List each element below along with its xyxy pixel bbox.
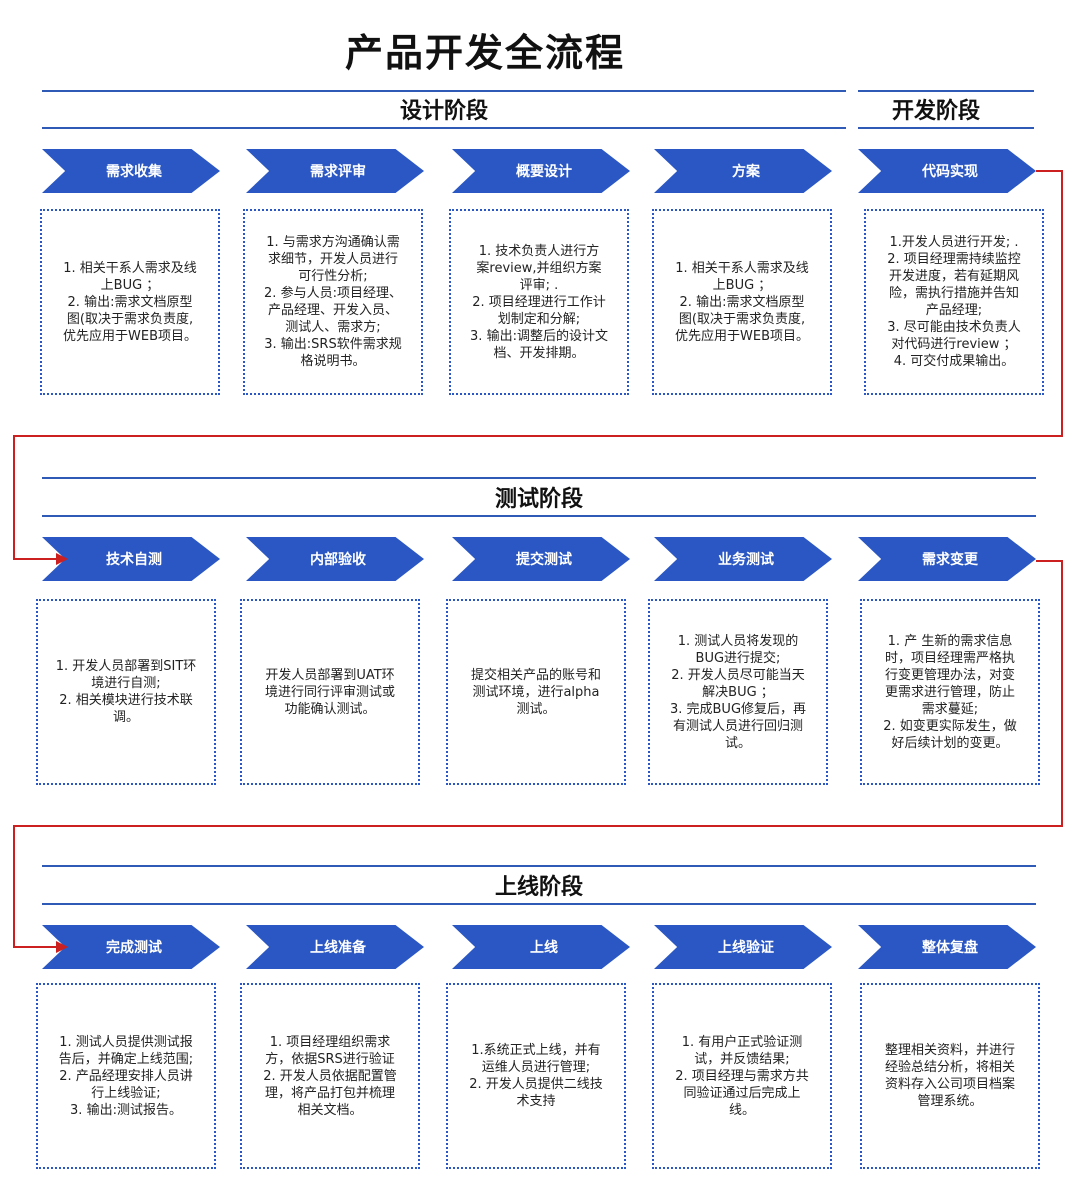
design-phase-line-bottom: [42, 127, 846, 129]
step-arrow: 整体复盘: [858, 925, 1036, 969]
step-description: 1. 测试人员将发现的 BUG进行提交; 2. 开发人员尽可能当天 解决BUG …: [648, 599, 828, 785]
step-description: 1. 相关干系人需求及线 上BUG ； 2. 输出:需求文档原型 图(取决于需求…: [652, 209, 832, 395]
step-arrow: 内部验收: [246, 537, 424, 581]
step-arrow: 完成测试: [42, 925, 220, 969]
step-arrow: 上线准备: [246, 925, 424, 969]
phase-dev-label: 开发阶段: [891, 99, 980, 124]
step-description: 整理相关资料，并进行 经验总结分析，将相关 资料存入公司项目档案 管理系统。: [860, 983, 1040, 1169]
step-arrow: 概要设计: [452, 149, 630, 193]
step-description: 1. 项目经理组织需求 方，依据SRS进行验证 2. 开发人员依据配置管 理，将…: [240, 983, 420, 1169]
step-description: 1. 开发人员部署到SIT环 境进行自测; 2. 相关模块进行技术联 调。: [36, 599, 216, 785]
phase-launch-label: 上线阶段: [494, 875, 583, 900]
step-description: 1. 产 生新的需求信息 时，项目经理需严格执 行变更管理办法，对变 更需求进行…: [860, 599, 1040, 785]
step-description: 1.开发人员进行开发; . 2. 项目经理需持续监控 开发进度，若有延期风 险，…: [864, 209, 1044, 395]
dev-phase-line-top: [858, 90, 1034, 92]
step-arrow: 上线: [452, 925, 630, 969]
launch-phase-line-bottom: [42, 903, 1036, 905]
step-arrow: 代码实现: [858, 149, 1036, 193]
test-phase-line-bottom: [42, 515, 1036, 517]
page-title: 产品开发全流程: [344, 31, 625, 75]
step-description: 1. 相关干系人需求及线 上BUG ； 2. 输出:需求文档原型 图(取决于需求…: [40, 209, 220, 395]
step-description: 1. 与需求方沟通确认需 求细节，开发人员进行 可行性分析; 2. 参与人员:项…: [243, 209, 423, 395]
phase-design-label: 设计阶段: [399, 99, 488, 124]
step-description: 提交相关产品的账号和 测试环境，进行alpha 测试。: [446, 599, 626, 785]
phase-test-label: 测试阶段: [494, 487, 583, 512]
step-description: 1. 有用户正式验证测 试，并反馈结果; 2. 项目经理与需求方共 同验证通过后…: [652, 983, 832, 1169]
step-arrow: 上线验证: [654, 925, 832, 969]
step-arrow: 需求收集: [42, 149, 220, 193]
step-arrow: 需求评审: [246, 149, 424, 193]
launch-phase-line-top: [42, 865, 1036, 867]
step-arrow: 技术自测: [42, 537, 220, 581]
step-description: 1. 测试人员提供测试报 告后，并确定上线范围; 2. 产品经理安排人员讲 行上…: [36, 983, 216, 1169]
step-description: 1. 技术负责人进行方 案review,并组织方案 评审; . 2. 项目经理进…: [449, 209, 629, 395]
step-arrow: 业务测试: [654, 537, 832, 581]
test-phase-line-top: [42, 477, 1036, 479]
step-description: 开发人员部署到UAT环 境进行同行评审测试或 功能确认测试。: [240, 599, 420, 785]
step-arrow: 方案: [654, 149, 832, 193]
dev-phase-line-bottom: [858, 127, 1034, 129]
step-arrow: 提交测试: [452, 537, 630, 581]
step-description: 1.系统正式上线，并有 运维人员进行管理; 2. 开发人员提供二线技 术支持: [446, 983, 626, 1169]
step-arrow: 需求变更: [858, 537, 1036, 581]
design-phase-line-top: [42, 90, 846, 92]
